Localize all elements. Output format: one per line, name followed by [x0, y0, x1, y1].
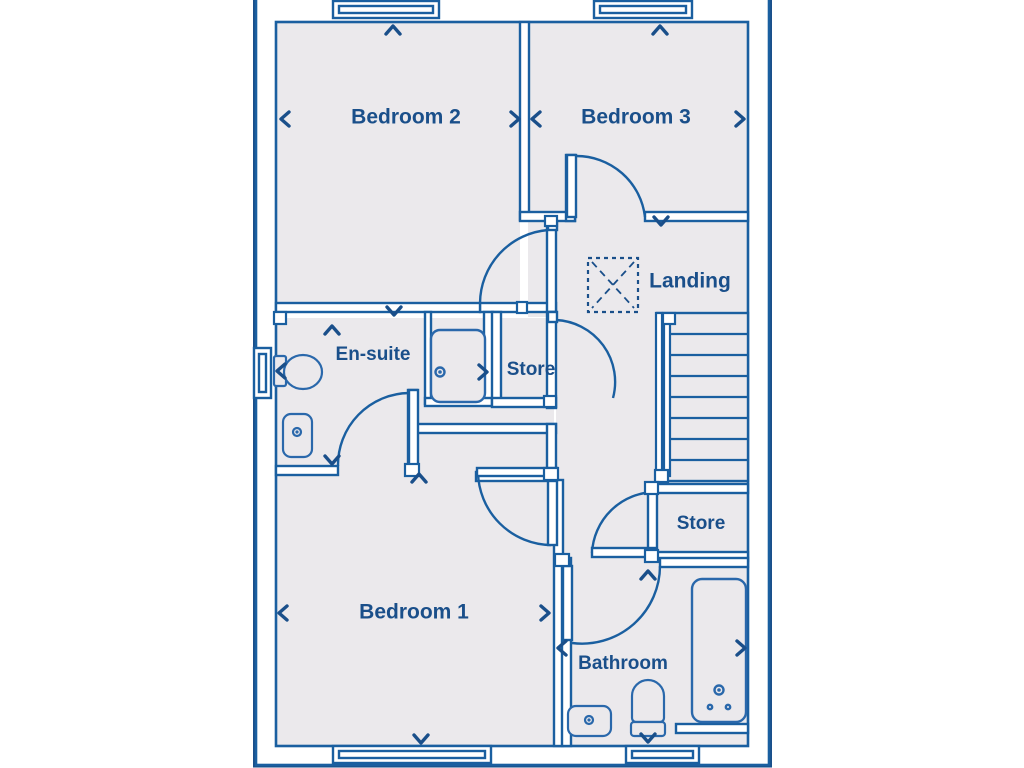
- interior-walls: [274, 20, 750, 748]
- window-bottom-right: [624, 744, 701, 765]
- staircase: [653, 311, 750, 484]
- doors: [336, 153, 662, 645]
- bathroom-wc-icon: [629, 678, 667, 738]
- room-label-store-lower: Store: [677, 513, 726, 534]
- shower-enclosure-icon: [429, 328, 487, 404]
- ensuite-basin-icon: [281, 412, 314, 459]
- room-labels: Bedroom 2 Bedroom 3 Landing En-suite Sto…: [336, 106, 731, 674]
- room-label-bedroom-2: Bedroom 2: [351, 106, 461, 129]
- room-label-bedroom-1: Bedroom 1: [359, 601, 469, 624]
- bathroom-basin-icon: [566, 704, 613, 738]
- room-label-store-upper: Store: [507, 359, 556, 380]
- bath-tub-icon: [690, 577, 748, 724]
- window-left-ensuite: [252, 346, 273, 400]
- loft-hatch-icon: [586, 256, 640, 314]
- room-label-bathroom: Bathroom: [578, 653, 668, 674]
- windows: [252, 0, 701, 765]
- wall-jambs: [272, 214, 660, 568]
- door-bedroom3: [565, 153, 647, 219]
- door-store-upper: [546, 310, 617, 399]
- room-label-bedroom-3: Bedroom 3: [581, 106, 691, 129]
- window-top-right: [592, 0, 694, 20]
- room-label-landing: Landing: [649, 270, 731, 293]
- window-top-left: [331, 0, 441, 20]
- window-bottom-left: [331, 744, 493, 765]
- ensuite-wc-icon: [272, 353, 324, 391]
- room-label-en-suite: En-suite: [336, 344, 411, 365]
